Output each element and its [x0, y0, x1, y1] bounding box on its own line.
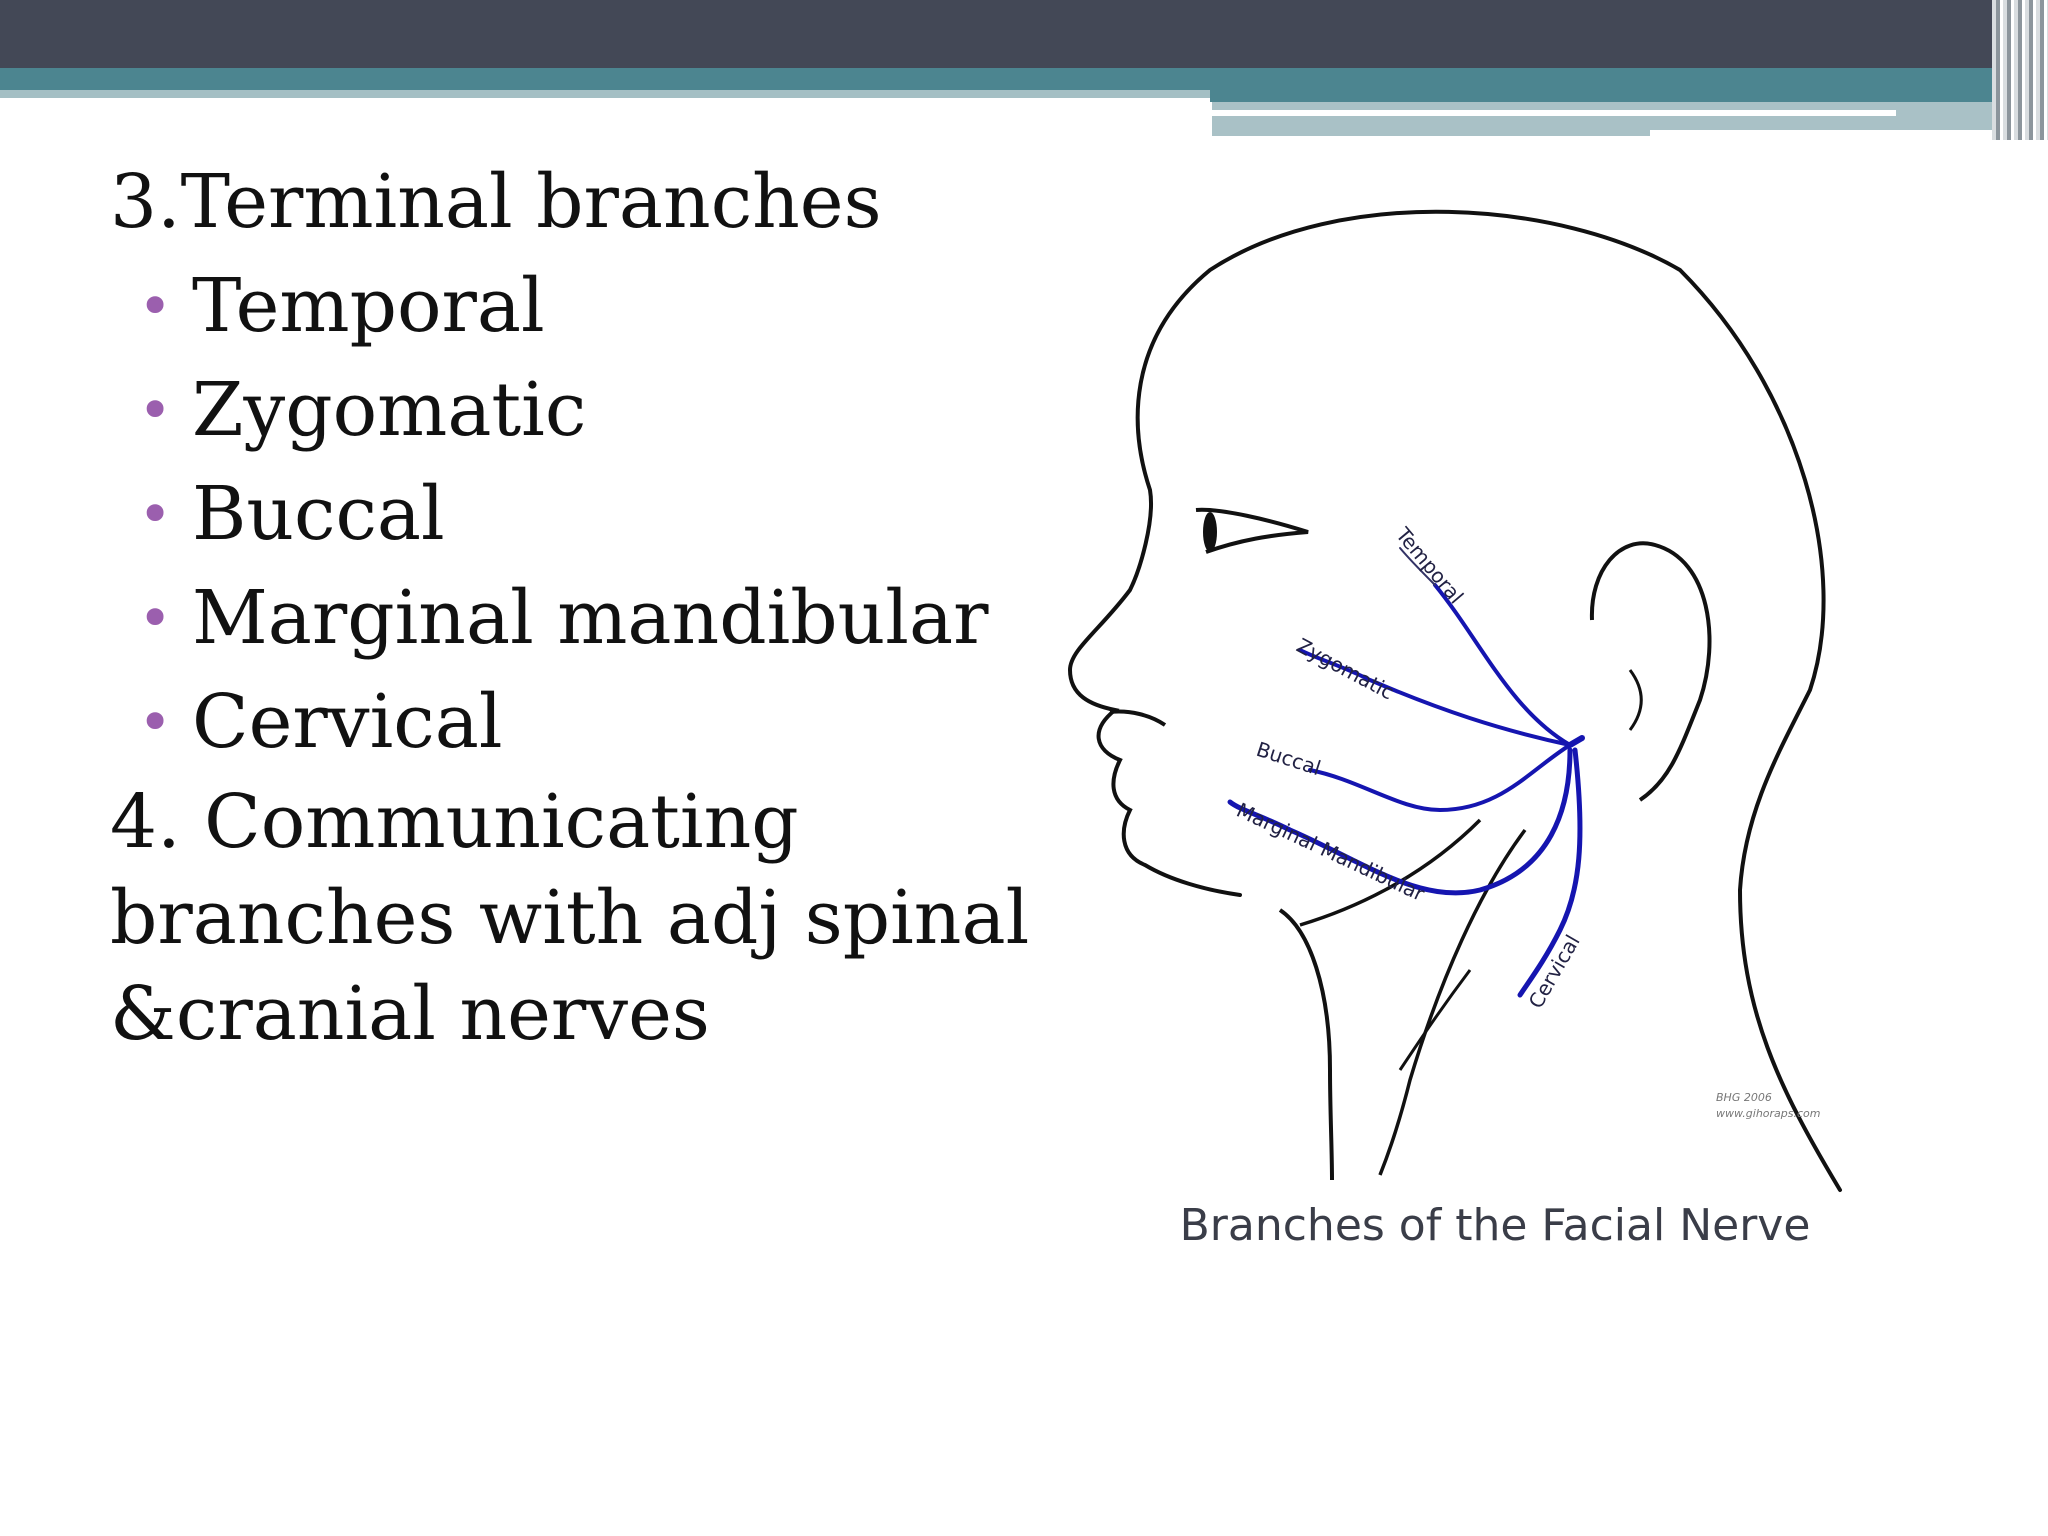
- header-accent-bar: [0, 68, 1210, 90]
- credit-line-1: BHG 2006: [1716, 1091, 1772, 1104]
- branch-label: Marginal mandibular: [192, 575, 989, 661]
- label-buccal: Buccal: [1253, 737, 1323, 780]
- neck-back-line: [1398, 969, 1472, 1071]
- eye-icon: [1195, 507, 1309, 554]
- nerve-trunk: [1567, 735, 1585, 748]
- slide-text: 3.Terminal branches • Temporal • Zygomatic…: [110, 150, 1120, 1062]
- head-outline: [1067, 209, 1842, 1192]
- header-accent-bar-right: [1210, 68, 2048, 102]
- list-item: • Marginal mandibular: [110, 566, 1120, 670]
- cervical-branch: [1517, 747, 1583, 998]
- buccal-branch: [1308, 743, 1572, 813]
- bullet-icon: •: [138, 480, 173, 548]
- communicating-branches-text: 4. Communicating branches with adj spina…: [110, 779, 1030, 1057]
- label-temporal: Temporal: [1391, 522, 1469, 608]
- neck-front: [1278, 908, 1334, 1181]
- bullet-icon: •: [138, 584, 173, 652]
- bullet-icon: •: [138, 376, 173, 444]
- zygomatic-branch: [1298, 648, 1572, 747]
- list-item: • Zygomatic: [110, 358, 1120, 462]
- branch-label: Buccal: [192, 471, 445, 557]
- header-divider-line: [1212, 110, 1896, 116]
- slide-heading: 3.Terminal branches: [110, 159, 882, 245]
- bullet-icon: •: [138, 688, 173, 756]
- list-item: • Buccal: [110, 462, 1120, 566]
- nerve-branches: [1227, 547, 1585, 998]
- header-accent-line: [0, 90, 1210, 98]
- marginal-mandibular-branch: [1227, 747, 1573, 896]
- diagram-credit: BHG 2006 www.gihoraps.com: [1716, 1090, 1821, 1122]
- pupil: [1203, 512, 1217, 552]
- branch-label: Zygomatic: [192, 367, 587, 453]
- bullet-icon: •: [138, 272, 173, 340]
- list-item: • Temporal: [110, 254, 1120, 358]
- jaw-line: [1299, 818, 1482, 927]
- facial-nerve-diagram: Temporal Zygomatic Buccal Marginal Mandi…: [1040, 190, 1940, 1260]
- branch-label: Cervical: [192, 679, 503, 765]
- mouth-line: [1109, 709, 1167, 727]
- temporal-branch-upper: [1399, 547, 1436, 586]
- header-divider-line-2: [1650, 130, 2048, 136]
- temporal-branch: [1433, 583, 1572, 747]
- branch-labels: Temporal Zygomatic Buccal Marginal Mandi…: [1233, 522, 1585, 1012]
- label-marginal-mandibular: Marginal Mandibular: [1233, 798, 1429, 906]
- ear-inner: [1628, 669, 1643, 731]
- ear-outline: [1589, 541, 1712, 802]
- branch-list: • Temporal • Zygomatic • Buccal • Marginal m…: [110, 254, 1120, 774]
- diagram-caption: Branches of the Facial Nerve: [1179, 1200, 1811, 1251]
- head-illustration: Temporal Zygomatic Buccal Marginal Mandi…: [1067, 209, 1842, 1192]
- branch-label: Temporal: [192, 263, 545, 349]
- list-item: • Cervical: [110, 670, 1120, 774]
- credit-line-2: www.gihoraps.com: [1716, 1107, 1821, 1120]
- header-stripes: [1992, 0, 2048, 140]
- header-bar: [0, 0, 2048, 68]
- label-zygomatic: Zygomatic: [1293, 633, 1398, 704]
